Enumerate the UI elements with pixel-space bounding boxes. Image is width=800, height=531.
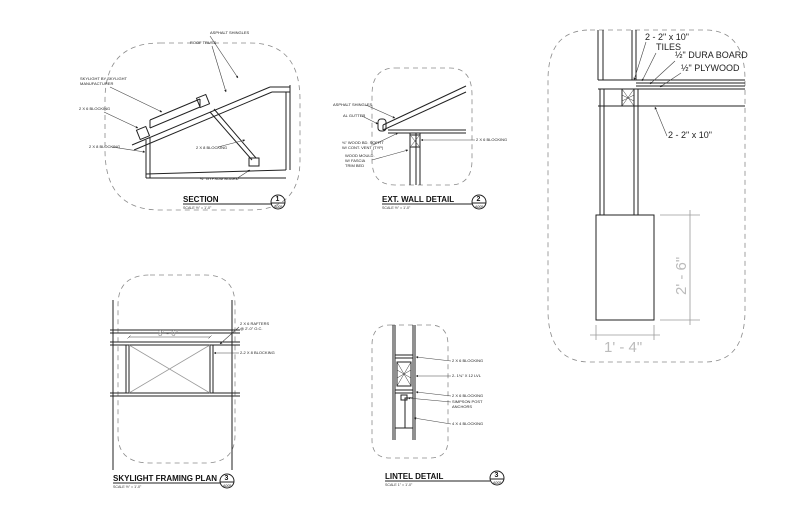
column-dimension-height: 2' - 6" — [673, 257, 690, 295]
column-note-tiles: TILES — [656, 42, 681, 52]
section-sheet-ref: A005 — [274, 205, 282, 209]
section-number: 1 — [276, 196, 280, 203]
lintel-note-simpson-2: ANCHORS — [452, 404, 472, 409]
lintel-number: 3 — [495, 472, 499, 479]
lintel-sheet-ref: A005 — [493, 481, 501, 485]
section-title-block: SECTION SCALE ½" = 1'-0" 1 A005 — [183, 194, 286, 210]
ext-wall-note-gutter: AL GUTTER — [343, 113, 365, 118]
ext-wall-note-mould-2: W/ FASCIA — [345, 158, 366, 163]
section-note-gypsum: ½" GYPSUM BOARD — [200, 176, 239, 181]
skylight-plan-boundary — [117, 274, 236, 464]
ext-wall-note-asphalt: ASPHALT SHINGLES — [333, 102, 373, 107]
skylight-plan-framing — [110, 300, 240, 470]
section-scale: SCALE ½" = 1'-0" — [183, 206, 212, 210]
lintel-detail-boundary — [371, 324, 449, 459]
section-note-2x8-blocking: 2 X 8 BLOCKING — [89, 144, 120, 149]
skylight-plan-number: 3 — [225, 475, 229, 482]
lintel-note-simpson-1: SIMPSON POST — [452, 399, 483, 404]
detail-section: ASPHALT SHINGLES ROOF TRUSS SKYLIGHT BY … — [79, 30, 301, 211]
lintel-title: LINTEL DETAIL — [385, 472, 443, 481]
column-note-dura-board: ½" DURA BOARD — [675, 50, 748, 60]
detail-lintel: 2 X 6 BLOCKING 2- 1¾" X 12 LVL 2 X 6 BLO… — [371, 324, 505, 487]
skylight-plan-note-blocking: 2-2 X 8 BLOCKING — [240, 350, 275, 355]
ext-wall-number: 2 — [477, 196, 481, 203]
section-title: SECTION — [183, 195, 219, 204]
skylight-plan-title-block: SKYLIGHT FRAMING PLAN SCALE ½" = 1'-0" 3… — [113, 473, 235, 489]
detail-skylight-plan: 3' - 6" 2 X 6 RAFTERS @ 2'-0" O.C. 2-2 X… — [110, 274, 275, 489]
section-note-skylight-1: SKYLIGHT BY SKYLIGHT — [80, 76, 128, 81]
ext-wall-assembly — [377, 85, 467, 185]
lintel-note-blocking-top: 2 X 6 BLOCKING — [452, 358, 483, 363]
ext-wall-note-mould-3: TRIM BED — [345, 163, 364, 168]
section-note-roof-truss: ROOF TRUSS — [190, 40, 216, 45]
skylight-plan-sheet-ref: A005 — [223, 484, 231, 488]
column-note-joists-top: 2 - 2" x 10" — [645, 32, 689, 42]
section-detail-boundary — [104, 42, 301, 211]
ext-wall-title: EXT. WALL DETAIL — [382, 195, 454, 204]
lintel-note-blocking-4x4: 4 X 4 BLOCKING — [452, 421, 483, 426]
lintel-note-blocking-mid: 2 X 6 BLOCKING — [452, 393, 483, 398]
section-roof-assembly — [131, 85, 291, 179]
section-note-2x8-blocking-b: 2 X 8 BLOCKING — [196, 145, 227, 150]
ext-wall-sheet-ref: A005 — [475, 205, 483, 209]
ext-wall-note-mould-1: WOOD MOULD. — [345, 153, 375, 158]
lintel-title-block: LINTEL DETAIL SCALE 1" = 1'-0" 3 A005 — [385, 470, 505, 487]
column-note-plywood: ½" PLYWOOD — [681, 63, 740, 73]
lintel-assembly — [392, 325, 416, 440]
column-assembly — [595, 30, 745, 321]
section-note-skylight-2: MANUFACTURER — [80, 81, 113, 86]
ext-wall-detail-boundary — [371, 67, 473, 186]
ext-wall-note-blocking: 2 X 6 BLOCKING — [476, 137, 507, 142]
ext-wall-title-block: EXT. WALL DETAIL SCALE ½" = 1'-0" 2 A005 — [382, 194, 487, 210]
detail-ext-wall: ASPHALT SHINGLES AL GUTTER ⅜" WOOD BD. S… — [333, 67, 507, 210]
skylight-plan-note-rafters-2: @ 2'-0" O.C. — [240, 326, 262, 331]
ext-wall-note-soffit-2: W/ CONT. VENT (TYP) — [342, 145, 384, 150]
column-dimension-width: 1' - 4" — [604, 339, 642, 356]
section-note-asphalt-shingles: ASPHALT SHINGLES — [210, 30, 250, 35]
detail-column: 1' - 4" 2' - 6" 2 - 2" x 10" TILES ½" DU… — [547, 29, 748, 363]
skylight-plan-scale: SCALE ½" = 1'-0" — [113, 485, 142, 489]
ext-wall-note-soffit-1: ⅜" WOOD BD. SOFFIT — [342, 140, 384, 145]
skylight-plan-note-rafters-1: 2 X 6 RAFTERS — [240, 321, 269, 326]
lintel-scale: SCALE 1" = 1'-0" — [385, 483, 413, 487]
section-note-2x6-blocking: 2 X 6 BLOCKING — [79, 106, 110, 111]
ext-wall-scale: SCALE ½" = 1'-0" — [382, 206, 411, 210]
skylight-plan-title: SKYLIGHT FRAMING PLAN — [113, 474, 217, 483]
column-note-joists-bottom: 2 - 2" x 10" — [668, 130, 712, 140]
skylight-plan-dimension: 3' - 6" — [158, 329, 179, 338]
lintel-note-lvl: 2- 1¾" X 12 LVL — [452, 373, 482, 378]
